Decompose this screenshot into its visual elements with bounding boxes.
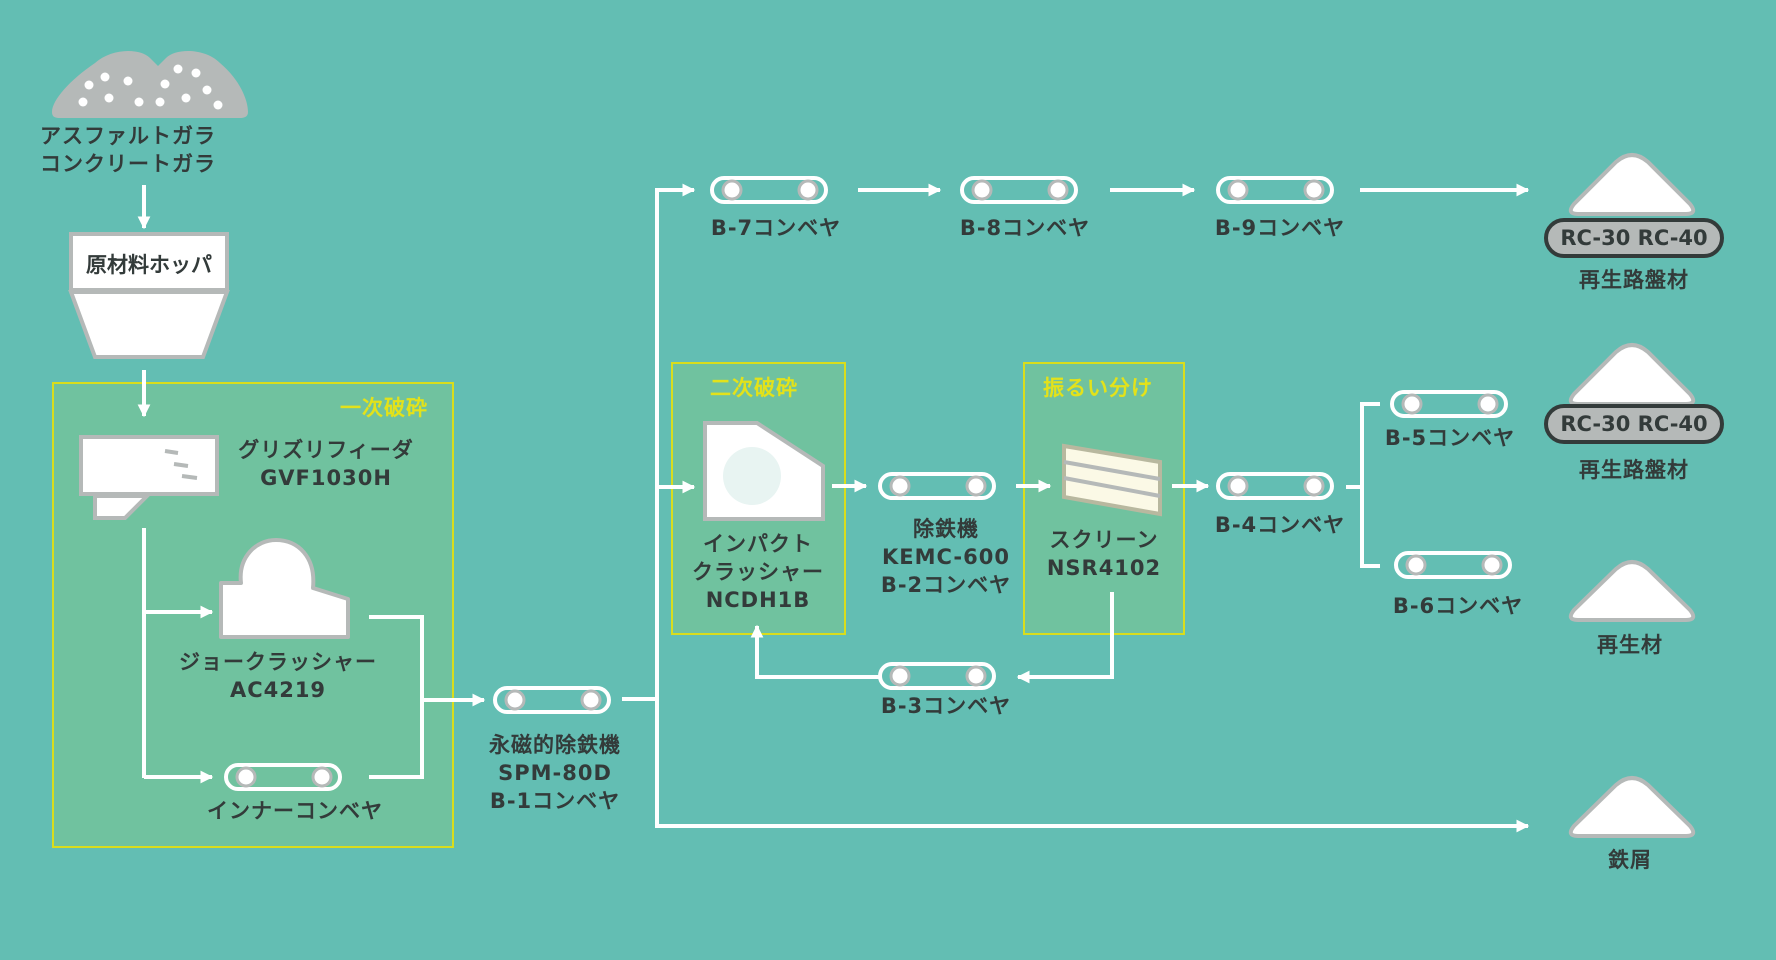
b4-conveyor-label: B-4コンベヤ xyxy=(1190,511,1370,539)
conveyor-roller xyxy=(235,766,257,788)
jaw-crusher-name: ジョークラッシャー xyxy=(179,650,377,674)
b1-conveyor-name: B-1コンベヤ xyxy=(489,789,621,813)
conveyor-roller xyxy=(504,689,526,711)
b9-conveyor-label: B-9コンベヤ xyxy=(1190,214,1370,242)
conveyor-roller xyxy=(580,689,602,711)
group-primary-crushing-title: 一次破砕 xyxy=(340,396,428,420)
b8-conveyor-name: B-8コンベヤ xyxy=(959,216,1091,240)
b4-conveyor-icon xyxy=(1216,472,1334,500)
b1-conveyor-icon xyxy=(493,686,611,714)
b6-conveyor-label: B-6コンベヤ xyxy=(1368,592,1548,620)
product-2-grade-badge: RC-30 RC-40 xyxy=(1544,404,1724,444)
raw-material-asphalt: アスファルトガラ xyxy=(40,124,216,148)
screen-model: NSR4102 xyxy=(1046,556,1162,580)
grizzly-feeder-model: GVF1030H xyxy=(260,466,392,490)
b7-conveyor-name: B-7コンベヤ xyxy=(710,216,842,240)
jaw-crusher-model: AC4219 xyxy=(229,678,327,702)
conveyor-roller xyxy=(1303,475,1325,497)
conveyor-roller xyxy=(1047,179,1069,201)
b5-conveyor-label: B-5コンベヤ xyxy=(1360,424,1540,452)
product-1-grade-badge: RC-30 RC-40 xyxy=(1544,218,1724,258)
grizzly-feeder-name: グリズリフィーダ xyxy=(238,438,414,462)
product-3-label: 再生材 xyxy=(1597,633,1663,657)
b9-conveyor-icon xyxy=(1216,176,1334,204)
b6-conveyor-name: B-6コンベヤ xyxy=(1392,594,1524,618)
impact-crusher-icon xyxy=(703,421,825,521)
conveyor-roller xyxy=(971,179,993,201)
conveyor-roller xyxy=(1227,179,1249,201)
product-1-label: 再生路盤材 xyxy=(1579,268,1689,292)
inner-conveyor-conveyor-icon xyxy=(224,763,342,791)
b1-magnet-name: 永磁的除鉄機 xyxy=(489,733,621,757)
conveyor-roller xyxy=(721,179,743,201)
b3-conveyor-icon xyxy=(878,662,996,690)
hopper-label: 原材料ホッパ xyxy=(86,253,212,277)
conveyor-roller xyxy=(965,475,987,497)
b7-conveyor-label: B-7コンベヤ xyxy=(686,214,866,242)
b5-conveyor-icon xyxy=(1390,390,1508,418)
b8-conveyor-label: B-8コンベヤ xyxy=(935,214,1115,242)
impact-crusher-label: インパクト クラッシャー NCDH1B xyxy=(668,530,848,614)
b2-conveyor-name: B-2コンベヤ xyxy=(880,573,1012,597)
b2-conveyor-icon xyxy=(878,472,996,500)
b2-magnet-model: KEMC-600 xyxy=(882,545,1010,569)
conveyor-roller xyxy=(1477,393,1499,415)
b3-conveyor-label: B-3コンベヤ xyxy=(856,692,1036,720)
conveyor-roller xyxy=(1227,475,1249,497)
impact-crusher-name-1: インパクト xyxy=(703,532,813,556)
conveyor-roller xyxy=(1401,393,1423,415)
flow-arrow xyxy=(1016,592,1114,684)
rubble-pile-icon xyxy=(52,51,248,118)
product-4-label: 鉄屑 xyxy=(1608,848,1652,872)
group-screening-title: 振るい分け xyxy=(1043,376,1153,400)
flow-arrow xyxy=(750,624,880,679)
group-secondary-crushing-title: 二次破砕 xyxy=(710,376,798,400)
inner-conveyor-label: インナーコンベヤ xyxy=(190,797,400,825)
flow-line xyxy=(1360,402,1380,568)
b5-conveyor-name: B-5コンベヤ xyxy=(1384,426,1516,450)
product-2-stockpile-icon xyxy=(1568,343,1696,406)
conveyor-roller xyxy=(311,766,333,788)
flow-lines xyxy=(137,183,1530,833)
hopper-icon xyxy=(68,232,230,359)
screen-name: スクリーン xyxy=(1049,528,1159,552)
grizzly-feeder-label: グリズリフィーダ GVF1030H xyxy=(226,436,426,492)
b2-conveyor-label: 除鉄機 KEMC-600 B-2コンベヤ xyxy=(856,515,1036,599)
grizzly-feeder-icon xyxy=(79,435,219,520)
raw-material-concrete: コンクリートガラ xyxy=(40,152,216,176)
conveyor-roller xyxy=(1303,179,1325,201)
conveyor-roller xyxy=(889,665,911,687)
conveyor-roller xyxy=(797,179,819,201)
b8-conveyor-icon xyxy=(960,176,1078,204)
flow-line xyxy=(369,615,424,779)
conveyor-roller xyxy=(1481,554,1503,576)
b1-magnet-model: SPM-80D xyxy=(498,761,612,785)
b2-magnet-name: 除鉄機 xyxy=(913,517,979,541)
product-4-stockpile-icon xyxy=(1568,776,1696,838)
product-2-label: 再生路盤材 xyxy=(1579,458,1689,482)
conveyor-roller xyxy=(1405,554,1427,576)
impact-crusher-name-2: クラッシャー xyxy=(692,560,824,584)
b7-conveyor-icon xyxy=(710,176,828,204)
product-3-stockpile-icon xyxy=(1568,560,1696,622)
raw-material-label: アスファルトガラ コンクリートガラ xyxy=(40,122,250,178)
impact-crusher-model: NCDH1B xyxy=(705,588,811,612)
screen-label: スクリーン NSR4102 xyxy=(1014,526,1194,582)
product-1-stockpile-icon xyxy=(1568,153,1696,216)
conveyor-roller xyxy=(965,665,987,687)
vibrating-screen-icon xyxy=(1062,443,1162,517)
conveyor-roller xyxy=(889,475,911,497)
b1-conveyor-label: 永磁的除鉄機 SPM-80D B-1コンベヤ xyxy=(455,731,655,815)
jaw-crusher-label: ジョークラッシャー AC4219 xyxy=(168,648,388,704)
jaw-crusher-icon xyxy=(219,538,350,639)
b9-conveyor-name: B-9コンベヤ xyxy=(1214,216,1346,240)
inner-conveyor-name: インナーコンベヤ xyxy=(207,799,383,823)
b6-conveyor-icon xyxy=(1394,551,1512,579)
b3-conveyor-name: B-3コンベヤ xyxy=(880,694,1012,718)
b4-conveyor-name: B-4コンベヤ xyxy=(1214,513,1346,537)
